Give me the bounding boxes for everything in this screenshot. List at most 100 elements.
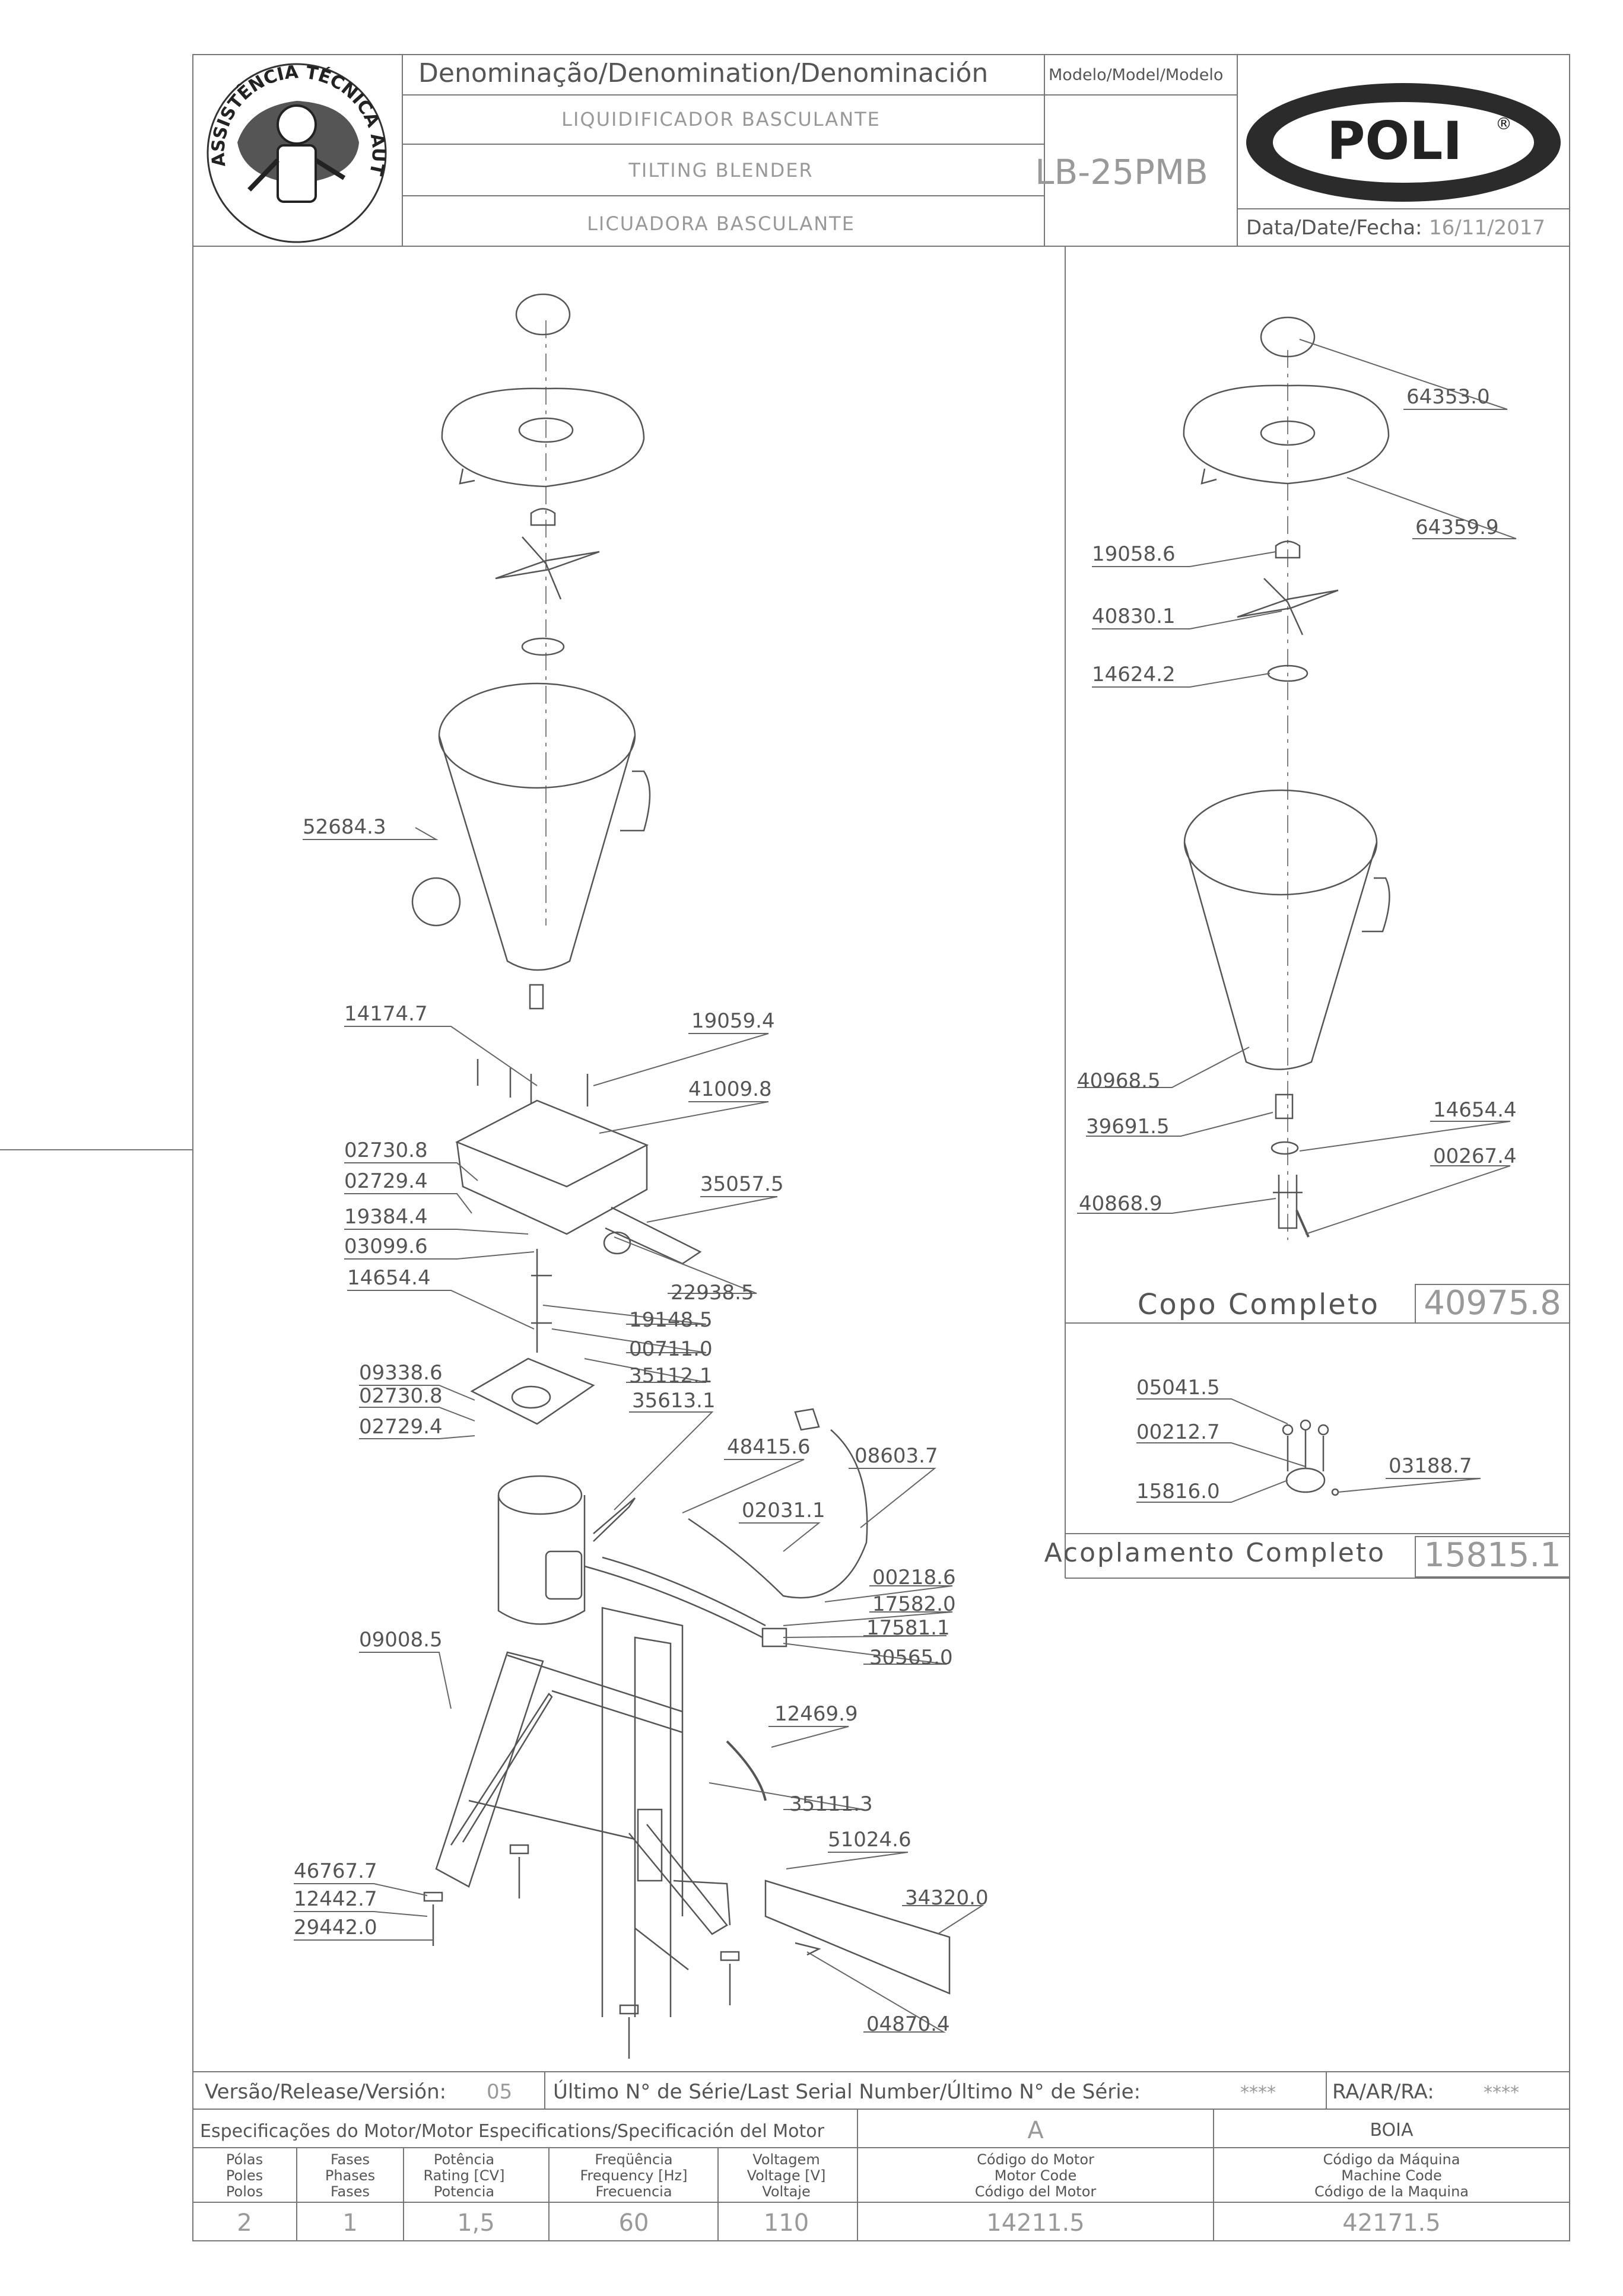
col-header: Código de la Maquina bbox=[1314, 2183, 1469, 2200]
denomination-title: Denominação/Denomination/Denominación bbox=[418, 58, 988, 88]
blade bbox=[495, 536, 600, 600]
part-label: 64353.0 bbox=[1406, 385, 1490, 409]
part-label: 02730.8 bbox=[344, 1139, 428, 1162]
part-label: 64359.9 bbox=[1415, 516, 1499, 539]
left-leader-lines bbox=[294, 827, 984, 2033]
left-exploded-drawing bbox=[411, 293, 951, 2059]
part-label: 46767.7 bbox=[294, 1859, 377, 1883]
product-name-en: TILTING BLENDER bbox=[628, 159, 813, 182]
cup bbox=[411, 682, 651, 971]
part-label: 02031.1 bbox=[742, 1499, 825, 1522]
footer-table: Versão/Release/Versión: 05 Último N° de … bbox=[200, 2079, 1519, 2237]
technician-head bbox=[277, 104, 317, 145]
cup-assembly-drawing bbox=[1183, 316, 1390, 1240]
bushing bbox=[1275, 1093, 1294, 1120]
part-label: 00212.7 bbox=[1136, 1420, 1220, 1444]
col-header: Potência bbox=[434, 2151, 494, 2168]
part-label: 19059.4 bbox=[691, 1009, 775, 1033]
col-header: Código do Motor bbox=[977, 2151, 1094, 2168]
part-label: 02730.8 bbox=[359, 1384, 443, 1408]
phases-value: 1 bbox=[342, 2209, 357, 2237]
coupling bbox=[529, 984, 544, 1010]
col-header: Poles bbox=[226, 2167, 263, 2184]
cup-assembly-leaders bbox=[1077, 339, 1517, 1235]
part-label: 35112.1 bbox=[629, 1364, 713, 1388]
coupling-labels: 05041.5 00212.7 03188.7 15816.0 bbox=[1136, 1376, 1472, 1503]
part-label: 02729.4 bbox=[359, 1415, 443, 1439]
col-header: Frequency [Hz] bbox=[580, 2167, 688, 2184]
cup-assembly-label: Copo Completo bbox=[1138, 1288, 1380, 1321]
part-label: 17582.0 bbox=[872, 1592, 956, 1616]
registered-mark: ® bbox=[1495, 114, 1512, 133]
lid-cap bbox=[1260, 316, 1316, 358]
wrench-icon bbox=[247, 158, 346, 192]
part-label: 03188.7 bbox=[1389, 1454, 1472, 1478]
lid-cap bbox=[515, 293, 571, 336]
part-label: 14654.4 bbox=[1433, 1098, 1517, 1122]
part-label: 09008.5 bbox=[359, 1628, 443, 1652]
motor-code-value: 14211.5 bbox=[986, 2209, 1084, 2237]
lid bbox=[1183, 384, 1390, 485]
part-label: 12442.7 bbox=[294, 1887, 377, 1911]
col-header: Fases bbox=[331, 2183, 370, 2200]
tilt-arc-spring bbox=[726, 1740, 767, 1801]
seal-ring bbox=[207, 63, 387, 243]
part-label: 41009.8 bbox=[688, 1077, 772, 1101]
part-label: 35057.5 bbox=[700, 1172, 784, 1196]
col-header: Frecuencia bbox=[595, 2183, 672, 2200]
part-label: 15816.0 bbox=[1136, 1480, 1220, 1503]
wiring bbox=[584, 1408, 868, 1648]
washer bbox=[1271, 1141, 1299, 1155]
spring bbox=[593, 1497, 636, 1542]
machine-code-value: 42171.5 bbox=[1342, 2209, 1440, 2237]
ra-value: **** bbox=[1484, 2082, 1519, 2103]
coupling-leaders bbox=[1136, 1398, 1481, 1503]
part-label: 39691.5 bbox=[1086, 1115, 1170, 1139]
part-label: 14654.4 bbox=[347, 1266, 431, 1290]
base-plate bbox=[455, 1059, 702, 1265]
ra-label: RA/AR/RA: bbox=[1332, 2080, 1434, 2104]
authorized-service-seal: ASSISTÊNCIA TÉCNICA AUTORIZADA bbox=[0, 0, 389, 243]
part-label: 40968.5 bbox=[1077, 1069, 1161, 1093]
part-label: 04870.4 bbox=[866, 2012, 950, 2036]
serial-value: **** bbox=[1240, 2082, 1276, 2103]
motor-mount bbox=[470, 1249, 595, 1425]
coupling-drawing bbox=[1282, 1419, 1339, 1496]
base-rail bbox=[764, 1880, 951, 1995]
part-label: 14174.7 bbox=[344, 1002, 428, 1026]
part-label: 52684.3 bbox=[303, 815, 386, 839]
part-label: 03099.6 bbox=[344, 1235, 428, 1258]
motor-spec-label: Especificações do Motor/Motor Especifica… bbox=[200, 2121, 825, 2142]
shaft bbox=[1273, 1175, 1303, 1229]
feet bbox=[423, 1844, 740, 2059]
col-header: Código del Motor bbox=[975, 2183, 1097, 2200]
machine-name: BOIA bbox=[1370, 2120, 1414, 2141]
col-header: Código da Máquina bbox=[1323, 2151, 1460, 2168]
brand-name: POLI bbox=[1327, 110, 1462, 171]
part-label: 17581.1 bbox=[866, 1616, 950, 1640]
release-label: Versão/Release/Versión: bbox=[205, 2080, 446, 2104]
col-header: Voltagem bbox=[752, 2151, 820, 2168]
part-label: 22938.5 bbox=[671, 1281, 754, 1305]
part-label: 35613.1 bbox=[632, 1389, 716, 1413]
nut bbox=[1275, 540, 1301, 559]
power-value: 1,5 bbox=[457, 2209, 495, 2237]
coupling-assembly-label: Acoplamento Completo bbox=[1044, 1538, 1386, 1568]
serial-label: Último N° de Série/Last Serial Number/Úl… bbox=[553, 2079, 1141, 2104]
part-label: 05041.5 bbox=[1136, 1376, 1220, 1400]
col-header: Voltage [V] bbox=[747, 2167, 826, 2184]
part-label: 14624.2 bbox=[1092, 663, 1176, 686]
poli-logo: POLI ® bbox=[1246, 83, 1561, 202]
voltage-value: 110 bbox=[764, 2209, 809, 2237]
lid bbox=[441, 387, 645, 488]
part-label: 51024.6 bbox=[828, 1828, 911, 1852]
seal-ring bbox=[521, 637, 565, 656]
stand-frame bbox=[435, 1607, 731, 2017]
coupling-assembly-code: 15815.1 bbox=[1424, 1536, 1561, 1575]
part-label: 30565.0 bbox=[869, 1646, 953, 1669]
model-title: Modelo/Model/Modelo bbox=[1049, 66, 1223, 84]
col-header: Phases bbox=[325, 2167, 375, 2184]
cup bbox=[1183, 789, 1390, 1070]
col-header: Machine Code bbox=[1341, 2167, 1442, 2184]
